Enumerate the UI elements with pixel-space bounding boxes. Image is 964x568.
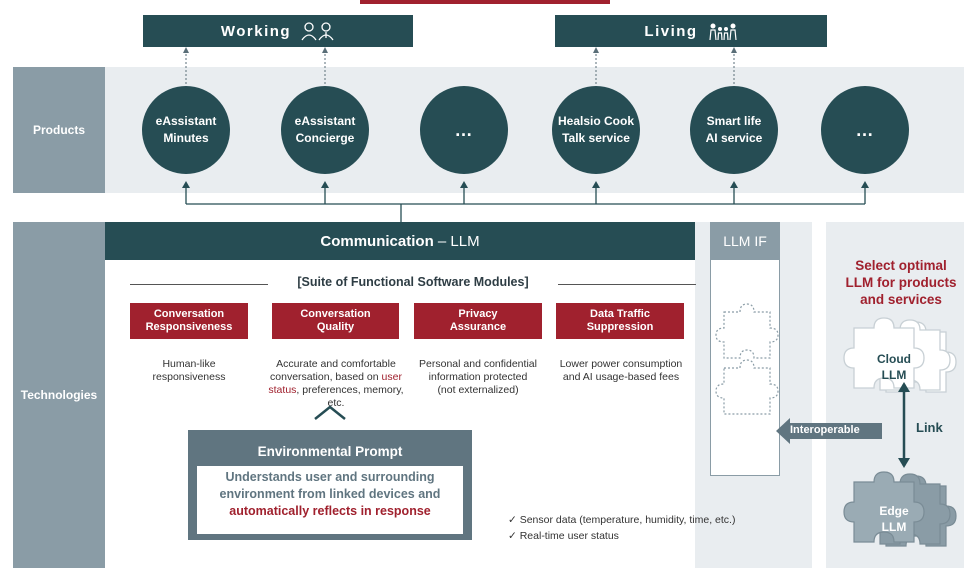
module-desc-data-traffic: Lower power consumption and AI usage-bas… [559, 358, 683, 383]
suite-rule-right [558, 284, 696, 285]
product-circle-more-living: … [821, 86, 909, 174]
products-side-label: Products [13, 67, 105, 193]
product-circle-eassistant-minutes: eAssistant Minutes [142, 86, 230, 174]
cloud-llm-label: Cloud LLM [877, 352, 911, 382]
product-circle-more-working: … [420, 86, 508, 174]
module-conversation-quality: Conversation Quality [272, 303, 399, 339]
link-arrow [898, 382, 910, 468]
working-label: Working [220, 22, 292, 40]
module-desc-responsiveness: Human-like responsiveness [152, 358, 226, 383]
environmental-prompt-title: Environmental Prompt [257, 444, 403, 459]
interoperable-label: Interoperable [790, 424, 860, 436]
living-box: Living [555, 15, 827, 47]
top-title-strip [360, 0, 610, 4]
interoperable-arrow [776, 418, 882, 444]
check-item: ✓ Sensor data (temperature, humidity, ti… [508, 514, 736, 526]
living-label: Living [644, 22, 698, 40]
suite-title: [Suite of Functional Software Modules] [297, 275, 529, 289]
cloud-llm-puzzle-icon [843, 317, 957, 393]
environmental-prompt-body: Understands user and surrounding environ… [197, 466, 463, 534]
check-item: ✓ Real-time user status [508, 530, 619, 542]
puzzle-pieces-icon [715, 303, 779, 415]
working-box: Working [143, 15, 413, 47]
module-data-traffic-suppression: Data Traffic Suppression [556, 303, 684, 339]
people-icon [301, 22, 334, 41]
llm-if-header: LLM IF [710, 222, 780, 260]
module-conversation-responsiveness: Conversation Responsiveness [130, 303, 248, 339]
suite-rule-left [130, 284, 268, 285]
module-desc-privacy: Personal and confidential information pr… [419, 358, 537, 396]
check-list: ✓ Sensor data (temperature, humidity, ti… [508, 512, 735, 544]
product-circle-smart-life: Smart life AI service [690, 86, 778, 174]
product-circle-healsio-cook: Healsio Cook Talk service [552, 86, 640, 174]
check-icon: ✓ [508, 514, 520, 526]
edge-llm-puzzle-icon [843, 471, 957, 547]
auto-reflect-highlight: automatically reflects in response [229, 504, 431, 518]
communication-bold: Communication [320, 232, 434, 250]
user-status-highlight: user status [268, 371, 402, 396]
chevron-up-icon [314, 405, 346, 420]
module-desc-quality: Accurate and comfortable conversation, b… [268, 358, 404, 409]
link-label: Link [916, 420, 943, 435]
edge-llm-label: Edge LLM [879, 504, 909, 534]
module-privacy-assurance: Privacy Assurance [414, 303, 542, 339]
family-icon [708, 23, 737, 41]
communication-bar: Communication – LLM [105, 222, 695, 260]
technologies-side-label: Technologies [13, 222, 105, 568]
product-circle-eassistant-concierge: eAssistant Concierge [281, 86, 369, 174]
check-icon: ✓ [508, 530, 520, 542]
communication-rest: – LLM [433, 232, 480, 250]
right-panel-title: Select optimal LLM for products and serv… [845, 258, 957, 307]
